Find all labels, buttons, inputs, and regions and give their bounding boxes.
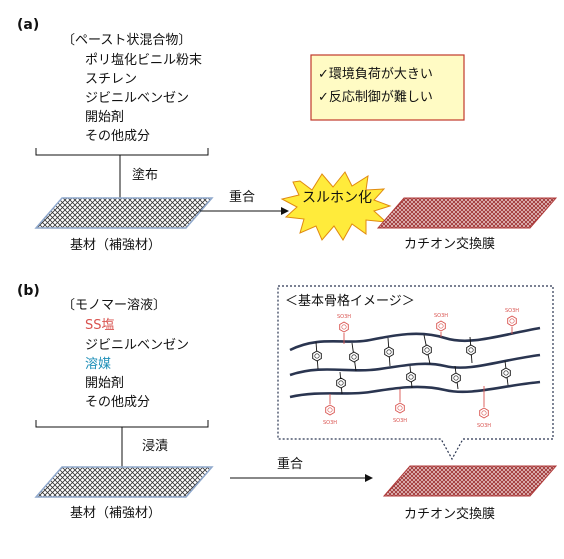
substrate-a [34, 197, 214, 229]
ingredient: 開始剤 [85, 376, 125, 391]
so3h-label: SO3H [337, 314, 351, 320]
substrate-label-b: 基材（補強材） [70, 506, 162, 521]
panel-b-bracket-title: 〔モノマー溶液〕 [62, 298, 167, 313]
ingredient: スチレン [85, 72, 138, 87]
product-label-a: カチオン交換膜 [404, 237, 496, 252]
issue-item: ✓反応制御が難しい [318, 90, 433, 105]
ingredient: 開始剤 [85, 110, 125, 125]
ingredient: ジビニルベンゼン [85, 91, 190, 106]
issues-callout [310, 54, 465, 121]
membrane-b [382, 465, 558, 497]
membrane-a [376, 197, 558, 229]
ingredient-solvent: 溶媒 [85, 357, 112, 372]
ingredient: ジビニルベンゼン [85, 338, 190, 353]
substrate-label-a: 基材（補強材） [70, 238, 162, 253]
so3h-label: SO3H [323, 420, 337, 426]
so3h-label: SO3H [393, 418, 407, 424]
bracket-a [35, 148, 209, 156]
sulfonation-burst [280, 171, 392, 241]
so3h-label: SO3H [477, 423, 491, 429]
panel-a-bracket-title: 〔ペースト状混合物〕 [62, 33, 192, 48]
polymerization-label-b: 重合 [277, 457, 304, 472]
panel-a-label: (a) [17, 17, 40, 33]
substrate-b [34, 466, 214, 498]
so3h-label: SO3H [505, 308, 519, 314]
immersion-label: 浸漬 [142, 439, 169, 454]
sulfonation-label: スルホン化 [302, 190, 372, 206]
panel-b-label: (b) [17, 283, 40, 299]
sulfonate-groups [329, 327, 513, 407]
sulfonate-labels: SO3H SO3H SO3H SO3H SO3H SO3H [323, 308, 519, 429]
so3h-label: SO3H [434, 313, 448, 319]
bracket-b [35, 420, 209, 428]
ingredient: その他成分 [85, 395, 151, 410]
product-label-b: カチオン交換膜 [404, 507, 496, 522]
polymer-chains [289, 326, 541, 399]
skeleton-title: ＜基本骨格イメージ＞ [285, 294, 415, 309]
coating-label: 塗布 [132, 168, 159, 183]
issue-item: ✓環境負荷が大きい [318, 67, 433, 82]
ingredient: その他成分 [85, 129, 151, 144]
polymerization-label-a: 重合 [229, 190, 256, 205]
ingredient: ポリ塩化ビニル粉末 [85, 53, 203, 68]
ingredient-ss-salt: SS塩 [85, 318, 115, 333]
